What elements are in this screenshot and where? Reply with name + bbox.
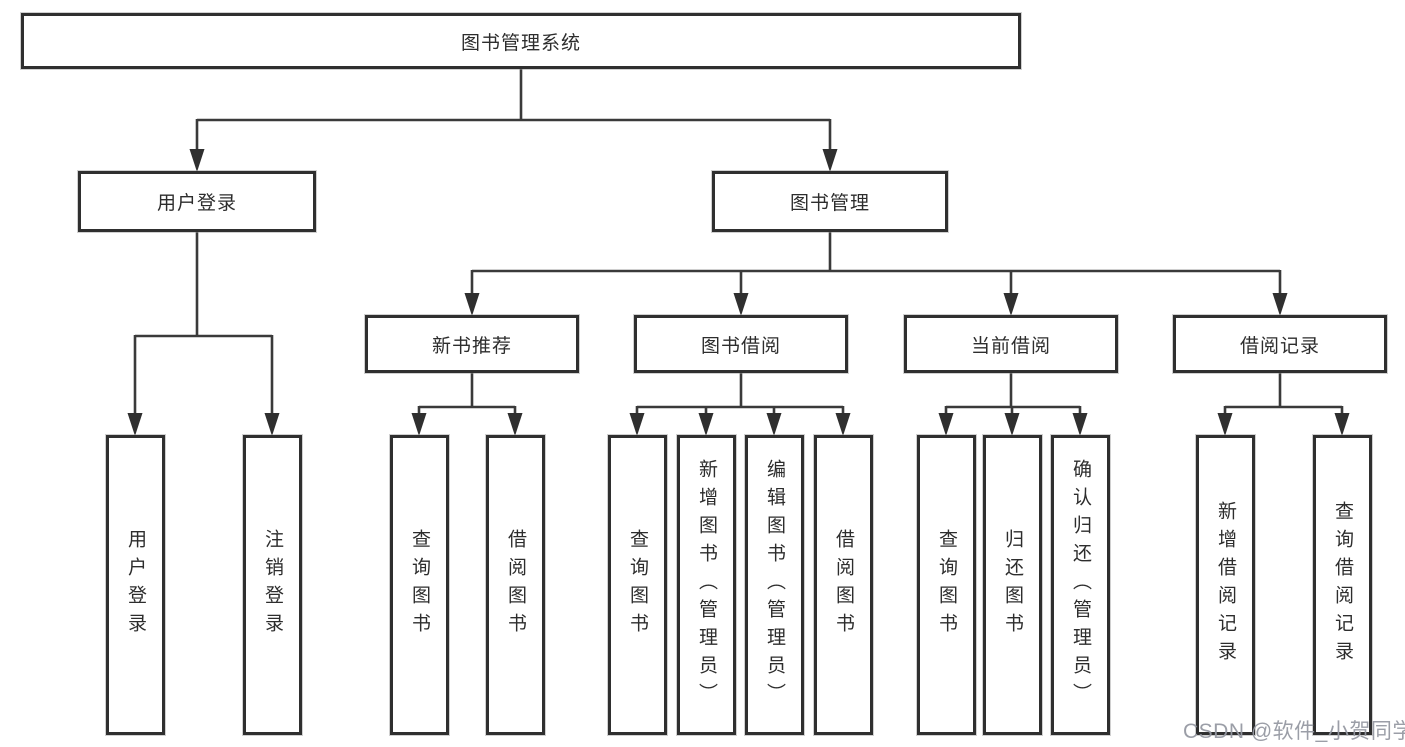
node-leaf-query-books-current: 查询图书: [917, 435, 976, 735]
node-borrowing-records: 借阅记录: [1173, 315, 1387, 373]
node-leaf-add-borrow-record: 新增借阅记录: [1196, 435, 1255, 735]
node-leaf-query-borrow-record-label: 查询借阅记录: [1332, 501, 1353, 669]
node-root-label: 图书管理系统: [460, 32, 581, 54]
node-root-system: 图书管理系统: [21, 13, 1021, 69]
node-leaf-add-books-admin-label: 新增图书（管理员）: [696, 459, 717, 711]
node-leaf-return-books: 归还图书: [983, 435, 1042, 735]
node-book-borrowing-label: 图书借阅: [700, 335, 781, 357]
node-book-management-label: 图书管理: [789, 193, 870, 214]
node-leaf-add-books-admin: 新增图书（管理员）: [677, 435, 736, 735]
node-leaf-query-books-borrow: 查询图书: [608, 435, 667, 735]
node-leaf-user-login: 用户登录: [106, 435, 165, 735]
node-leaf-borrow-books-recommend: 借阅图书: [486, 435, 545, 735]
node-new-book-recommend: 新书推荐: [365, 315, 579, 373]
node-leaf-add-borrow-record-label: 新增借阅记录: [1215, 501, 1236, 669]
node-leaf-query-books-current-label: 查询图书: [936, 529, 957, 641]
node-leaf-logout: 注销登录: [243, 435, 302, 735]
node-current-borrowing-label: 当前借阅: [970, 335, 1051, 357]
node-leaf-logout-label: 注销登录: [262, 529, 283, 641]
node-book-borrowing: 图书借阅: [634, 315, 848, 373]
node-current-borrowing: 当前借阅: [904, 315, 1118, 373]
node-leaf-query-books-recommend: 查询图书: [390, 435, 449, 735]
node-user-login-label: 用户登录: [156, 193, 237, 214]
node-borrowing-records-label: 借阅记录: [1239, 335, 1320, 357]
node-book-management: 图书管理: [712, 171, 948, 232]
node-leaf-borrow-books-recommend-label: 借阅图书: [505, 529, 526, 641]
node-leaf-user-login-label: 用户登录: [125, 529, 146, 641]
node-leaf-borrow-books: 借阅图书: [814, 435, 873, 735]
node-leaf-edit-books-admin-label: 编辑图书（管理员）: [764, 459, 785, 711]
csdn-watermark: CSDN @软件_小贺同学: [1183, 720, 1405, 743]
node-leaf-confirm-return-admin-label: 确认归还（管理员）: [1070, 459, 1091, 711]
node-leaf-return-books-label: 归还图书: [1002, 529, 1023, 641]
node-leaf-query-books-borrow-label: 查询图书: [627, 529, 648, 641]
node-leaf-edit-books-admin: 编辑图书（管理员）: [745, 435, 804, 735]
node-leaf-query-books-recommend-label: 查询图书: [409, 529, 430, 641]
node-leaf-confirm-return-admin: 确认归还（管理员）: [1051, 435, 1110, 735]
node-new-book-recommend-label: 新书推荐: [431, 335, 512, 357]
node-user-login: 用户登录: [78, 171, 316, 232]
node-leaf-query-borrow-record: 查询借阅记录: [1313, 435, 1372, 735]
node-leaf-borrow-books-label: 借阅图书: [833, 529, 854, 641]
